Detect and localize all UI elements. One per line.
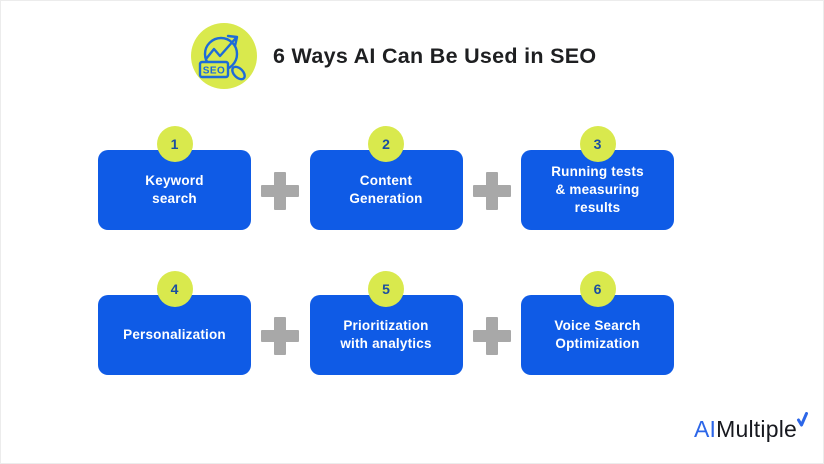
header: SEO 6 Ways AI Can Be Used in SEO [191, 23, 596, 89]
step-box-voice-search: Voice Search Optimization [521, 295, 674, 375]
step-label-line: Optimization [555, 336, 640, 351]
step-cell-personalization: Personalization 4 [98, 271, 251, 377]
step-label-line: & measuring [555, 181, 640, 197]
step-box-keyword-search: Keyword search [98, 150, 251, 230]
step-label-line: Generation [349, 191, 423, 206]
step-cell-content-generation: Content Generation 2 [309, 126, 463, 232]
logo-text-ai: AI [694, 416, 717, 442]
step-box-prioritization: Prioritization with analytics [309, 295, 463, 375]
step-label-line: Content [359, 172, 413, 188]
plus-icon [472, 172, 511, 210]
logo-spark-icon [797, 412, 808, 427]
steps-row-1: Keyword search 1 Content Generation 2 Ru… [98, 126, 674, 232]
seo-magnifier-chart-icon: SEO [198, 34, 246, 81]
plus-icon [472, 317, 511, 355]
step-badge-4: 4 [156, 271, 193, 307]
step-label-line: with analytics [340, 336, 432, 351]
page-title: 6 Ways AI Can Be Used in SEO [273, 43, 597, 68]
step-label-line: Keyword [145, 172, 204, 188]
step-cell-keyword-search: Keyword search 1 [98, 126, 251, 232]
seo-badge-icon: SEO [191, 23, 257, 89]
step-label-line: Voice Search [554, 317, 641, 333]
seo-icon-label: SEO [203, 66, 226, 77]
step-label-line: Running tests [551, 163, 644, 179]
step-box-content-generation: Content Generation [309, 150, 463, 230]
step-cell-prioritization: Prioritization with analytics 5 [309, 271, 463, 377]
steps-row-2: Personalization 4 Prioritization with an… [98, 271, 674, 377]
step-badge-2: 2 [368, 126, 404, 162]
step-label-line: Prioritization [343, 317, 429, 333]
step-badge-3: 3 [579, 126, 616, 162]
step-cell-running-tests: Running tests & measuring results 3 [521, 126, 674, 232]
step-box-running-tests: Running tests & measuring results [521, 150, 674, 230]
step-cell-voice-search: Voice Search Optimization 6 [521, 271, 674, 377]
plus-icon [261, 172, 300, 210]
plus-icon [261, 317, 300, 355]
step-badge-1: 1 [156, 126, 193, 162]
step-label-line: Personalization [123, 326, 226, 342]
step-badge-6: 6 [579, 271, 616, 307]
step-label-line: search [152, 191, 197, 206]
logo-text-multiple: Multiple [716, 416, 797, 442]
step-badge-5: 5 [368, 271, 404, 307]
step-box-personalization: Personalization [98, 295, 251, 375]
step-label-line: results [574, 200, 621, 216]
